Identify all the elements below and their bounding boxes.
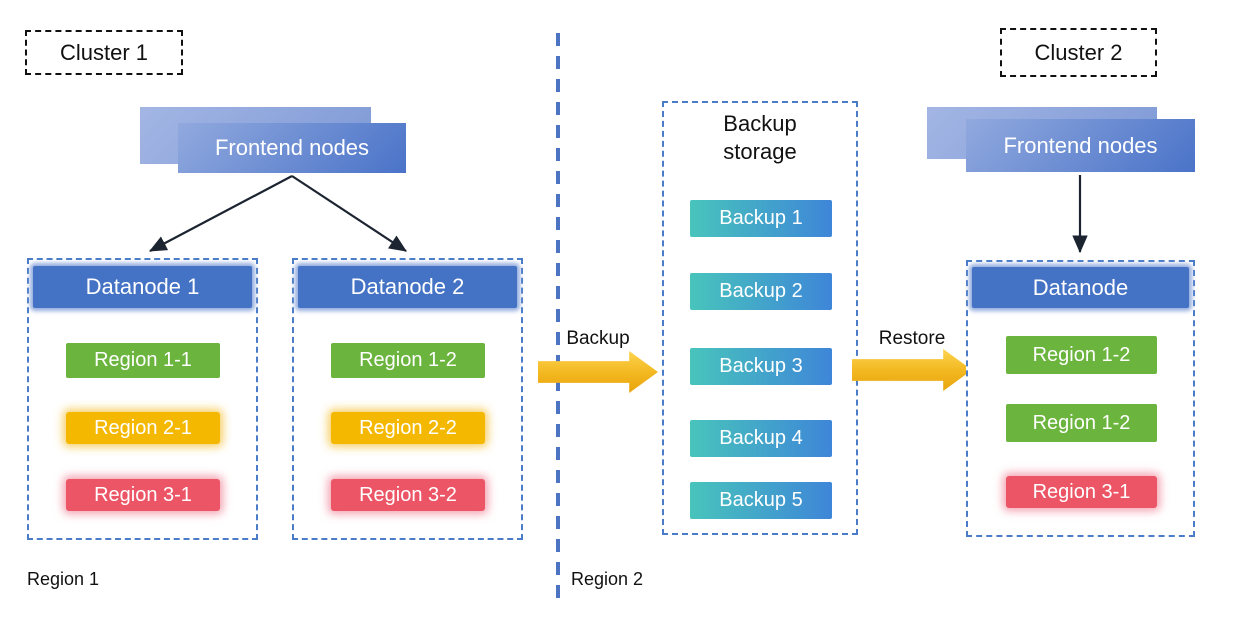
backup-flow-label: Backup	[538, 328, 658, 350]
backup-storage-panel: Backup storage Backup 1 Backup 2 Backup …	[662, 101, 858, 535]
cluster2-datanode-panel: Datanode Region 1-2 Region 1-2 Region 3-…	[966, 260, 1195, 537]
cluster1-label-box: Cluster 1	[25, 30, 183, 75]
datanode1-title: Datanode 1	[85, 274, 200, 299]
datanode1-header: Datanode 1	[33, 266, 252, 308]
cluster2-label: Cluster 2	[1034, 39, 1123, 65]
backup-flow-text: Backup	[566, 328, 630, 349]
backup-1-label: Backup 1	[719, 207, 803, 229]
cluster1-frontend-label: Frontend nodes	[214, 135, 370, 160]
frontend-to-datanode1-arrow-icon	[149, 175, 293, 252]
backup-3-box: Backup 3	[690, 348, 832, 385]
cluster1-frontend-nodes-box: Frontend nodes	[178, 123, 406, 173]
cluster2-frontend-nodes-box: Frontend nodes	[966, 119, 1195, 172]
region-2-1-box: Region 2-1	[66, 412, 220, 444]
datanode2-header: Datanode 2	[298, 266, 517, 308]
cluster2-region-3-label: Region 3-1	[1032, 480, 1131, 503]
restore-flow-text: Restore	[878, 328, 946, 349]
restore-flow-label: Restore	[852, 328, 972, 350]
cluster2-region-3-box: Region 3-1	[1006, 476, 1157, 508]
datanode1-panel: Datanode 1 Region 1-1 Region 2-1 Region …	[27, 258, 258, 540]
backup-3-label: Backup 3	[719, 355, 803, 377]
backup-5-label: Backup 5	[719, 489, 803, 511]
datanode2-title: Datanode 2	[350, 274, 465, 299]
datanode2-panel: Datanode 2 Region 1-2 Region 2-2 Region …	[292, 258, 523, 540]
region-2-2-label: Region 2-2	[359, 416, 457, 439]
region-3-2-box: Region 3-2	[331, 479, 485, 511]
region-2-1-label: Region 2-1	[94, 416, 192, 439]
region-1-2-label: Region 1-2	[359, 349, 457, 371]
region1-footer-label: Region 1	[27, 569, 100, 589]
cluster2-region-2-label: Region 1-2	[1032, 411, 1131, 434]
region-divider-line	[556, 33, 560, 603]
backup-storage-title: Backup storage	[723, 111, 797, 164]
cluster1-label: Cluster 1	[59, 39, 149, 65]
cluster2-region-1-box: Region 1-2	[1006, 336, 1157, 374]
region-2-2-box: Region 2-2	[331, 412, 485, 444]
cluster2-label-box: Cluster 2	[1000, 28, 1157, 77]
region-3-2-label: Region 3-2	[359, 483, 457, 506]
cluster2-region-1-label: Region 1-2	[1032, 343, 1131, 366]
frontend-to-datanode2-arrow-icon	[291, 175, 407, 252]
restore-flow-arrow-icon	[852, 349, 972, 391]
backup-2-label: Backup 2	[719, 280, 803, 302]
backup-4-box: Backup 4	[690, 420, 832, 457]
backup-2-box: Backup 2	[690, 273, 832, 310]
cluster2-datanode-title: Datanode	[1032, 274, 1129, 300]
region-3-1-label: Region 3-1	[94, 483, 192, 506]
region-1-1-box: Region 1-1	[66, 343, 220, 378]
backup-5-box: Backup 5	[690, 482, 832, 519]
region-3-1-box: Region 3-1	[66, 479, 220, 511]
backup-4-label: Backup 4	[719, 427, 803, 449]
cluster2-datanode-header: Datanode	[972, 267, 1189, 308]
region2-footer-label: Region 2	[571, 569, 644, 589]
backup-1-box: Backup 1	[690, 200, 832, 237]
cluster2-region-2-box: Region 1-2	[1006, 404, 1157, 442]
cluster2-frontend-label: Frontend nodes	[1003, 132, 1158, 158]
region-1-2-box: Region 1-2	[331, 343, 485, 378]
region-1-1-label: Region 1-1	[94, 349, 192, 371]
